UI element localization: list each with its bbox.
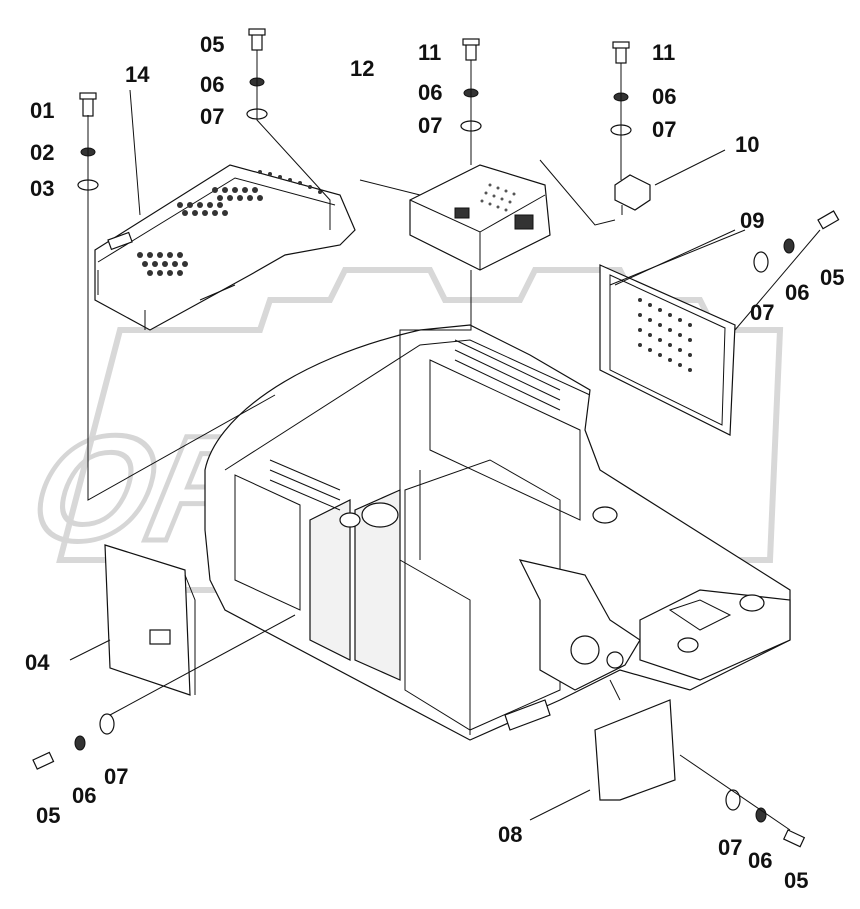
label-11-mid: 11 — [418, 40, 441, 65]
label-05-bottom-left: 05 — [36, 803, 60, 828]
label-01: 01 — [30, 98, 54, 123]
label-02: 02 — [30, 140, 54, 165]
label-08: 08 — [498, 822, 522, 847]
label-06-top: 06 — [200, 72, 224, 97]
label-14: 14 — [125, 62, 150, 87]
label-07-right-lower: 07 — [750, 300, 774, 325]
label-06-mid: 06 — [418, 80, 442, 105]
label-05-bottom-right: 05 — [784, 868, 808, 893]
part-12-control-box — [409, 164, 551, 271]
label-07-bottom-right: 07 — [718, 835, 742, 860]
label-07-mid: 07 — [418, 113, 442, 138]
leader-lines — [69, 50, 821, 831]
hardware-fasteners — [32, 28, 840, 848]
label-06-bottom-right: 06 — [748, 848, 772, 873]
label-09: 09 — [740, 208, 764, 233]
label-03: 03 — [30, 176, 54, 201]
label-06-right: 06 — [652, 84, 676, 109]
label-11-right: 11 — [652, 40, 675, 65]
part-09-grille-panel — [599, 264, 736, 436]
part-10-bracket — [614, 174, 651, 215]
label-04: 04 — [25, 650, 50, 675]
label-06-bottom-left: 06 — [72, 783, 96, 808]
label-05-right: 05 — [820, 265, 844, 290]
label-07-top: 07 — [200, 104, 224, 129]
label-07-bottom-left: 07 — [104, 764, 128, 789]
label-12: 12 — [350, 56, 374, 81]
label-05-top: 05 — [200, 32, 224, 57]
label-07-right: 07 — [652, 117, 676, 142]
part-14-engine-hood — [94, 164, 356, 331]
part-08-side-cover — [594, 699, 676, 801]
label-10: 10 — [735, 132, 759, 157]
part-main-frame — [204, 324, 791, 741]
part-04-side-door — [104, 544, 196, 696]
label-06-right-lower: 06 — [785, 280, 809, 305]
